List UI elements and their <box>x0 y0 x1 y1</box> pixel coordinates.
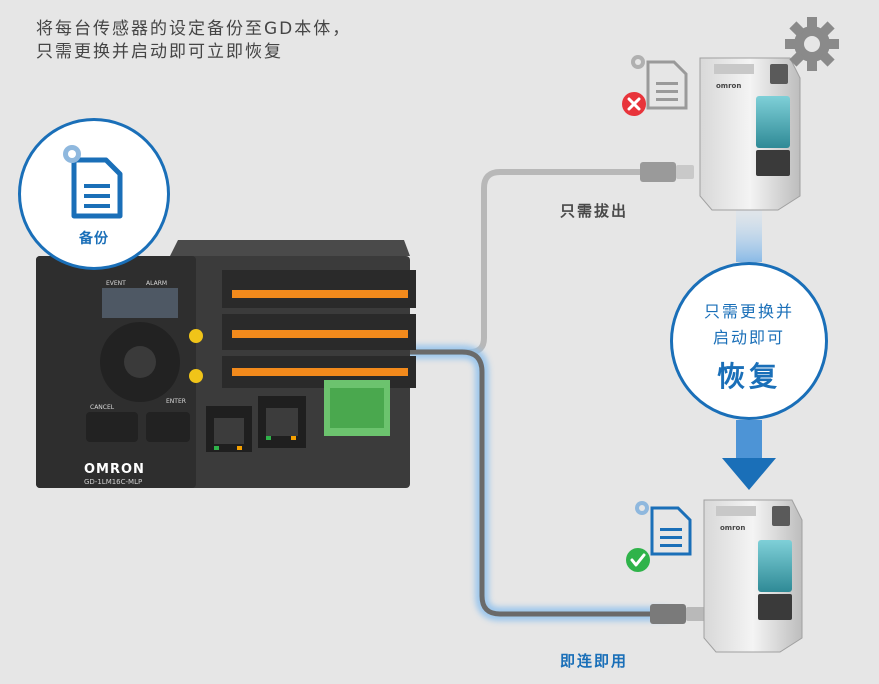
restore-text-emphasis: 恢复 <box>716 360 781 393</box>
restore-beam <box>736 208 762 262</box>
document-icon <box>646 60 688 110</box>
upper-sensor <box>699 57 801 211</box>
gear-icon <box>785 17 839 71</box>
restore-beam-lower <box>736 420 762 462</box>
cable-to-lower-sensor <box>407 349 668 617</box>
upper-cable-connector <box>640 162 694 182</box>
plug-and-play-label: 即连即用 <box>560 652 629 670</box>
gear-icon <box>631 55 645 69</box>
controller-model: GD-1LM16C-MLP <box>84 478 143 486</box>
check-icon <box>626 548 650 572</box>
lower-cable-connector <box>650 604 706 624</box>
cable-glow <box>403 345 672 621</box>
backup-document-icon <box>63 145 123 219</box>
terminal-blocks <box>222 270 416 436</box>
restore-badge <box>670 262 828 420</box>
controller-brand: OMRON <box>84 462 145 477</box>
enter-label: ENTER <box>166 398 186 405</box>
headline-text: 将每台传感器的设定备份至GD本体， 只需更换并启动即可立即恢复 <box>36 19 352 62</box>
alarm-label: ALARM <box>146 280 168 287</box>
upper-sensor-brand: omron <box>716 82 742 90</box>
lower-sensor <box>703 499 803 653</box>
error-x-icon <box>622 92 646 116</box>
restore-text-line2: 启动即可 <box>712 328 785 347</box>
restore-text-line1: 只需更换并 <box>703 302 794 321</box>
document-icon <box>650 506 692 556</box>
event-label: EVENT <box>106 280 126 287</box>
cable-to-upper-sensor <box>407 169 663 355</box>
lower-sensor-brand: omron <box>720 524 746 532</box>
backup-label: 备份 <box>79 231 109 247</box>
unplug-label: 只需拔出 <box>560 202 629 220</box>
cancel-label: CANCEL <box>90 404 115 411</box>
arrow-down-icon <box>722 458 776 490</box>
gear-icon <box>635 501 649 515</box>
